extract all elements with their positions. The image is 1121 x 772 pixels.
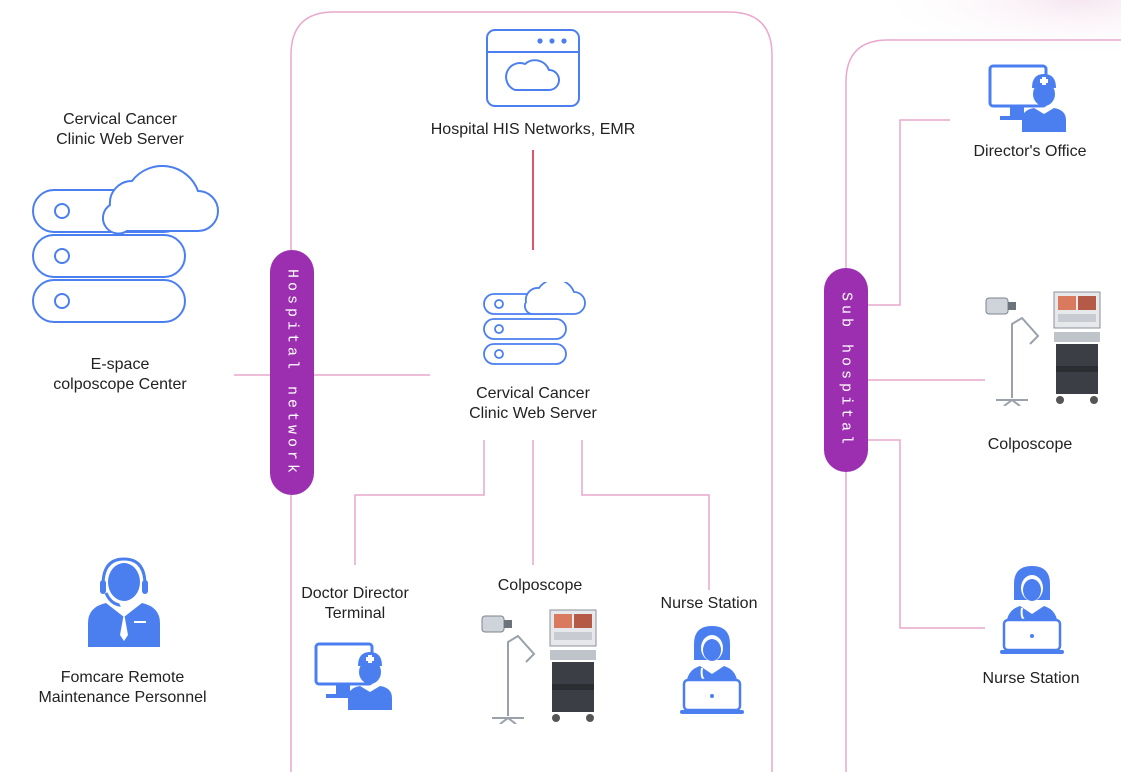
sub-colposcope-label: Colposcope xyxy=(987,436,1073,453)
center-label-line1: E-space xyxy=(90,356,150,373)
doctor-label-line1: Doctor Director xyxy=(301,585,409,602)
colposcope-device-icon xyxy=(985,291,1101,406)
hospital-network-label: Hospital network xyxy=(283,268,301,477)
doctor-label-line2: Terminal xyxy=(324,605,386,622)
director-office-label: Director's Office xyxy=(973,143,1087,160)
left-server-title-line2: Clinic Web Server xyxy=(56,131,184,148)
sub-hospital-pill: Sub hospital xyxy=(824,268,868,472)
hospital-nurse-label: Nurse Station xyxy=(660,595,758,612)
hospital-network-pill: Hospital network xyxy=(270,250,314,495)
center-label-line2: colposcope Center xyxy=(53,376,187,393)
hospital-frame xyxy=(290,11,773,772)
maint-label-line2: Maintenance Personnel xyxy=(38,689,207,706)
hospital-server-line1: Cervical Cancer xyxy=(476,385,590,402)
hospital-server-line2: Clinic Web Server xyxy=(469,405,597,422)
nurse-laptop-icon xyxy=(1000,566,1064,654)
support-agent-icon xyxy=(88,557,160,647)
colposcope-device-icon xyxy=(481,609,597,724)
his-label: Hospital HIS Networks, EMR xyxy=(430,121,636,138)
doctor-monitor-icon xyxy=(314,642,392,710)
sub-hospital-frame xyxy=(845,39,1121,772)
sub-nurse-label: Nurse Station xyxy=(982,670,1080,687)
server-cloud-icon xyxy=(32,165,219,323)
maint-label-line1: Fomcare Remote xyxy=(60,669,185,686)
sub-hospital-label: Sub hospital xyxy=(837,291,855,449)
doctor-monitor-icon xyxy=(988,64,1066,132)
left-server-title-line1: Cervical Cancer xyxy=(63,111,177,128)
server-cloud-icon xyxy=(483,282,586,365)
hospital-colposcope-label: Colposcope xyxy=(497,577,583,594)
browser-cloud-icon xyxy=(486,29,580,107)
nurse-laptop-icon xyxy=(680,626,744,714)
